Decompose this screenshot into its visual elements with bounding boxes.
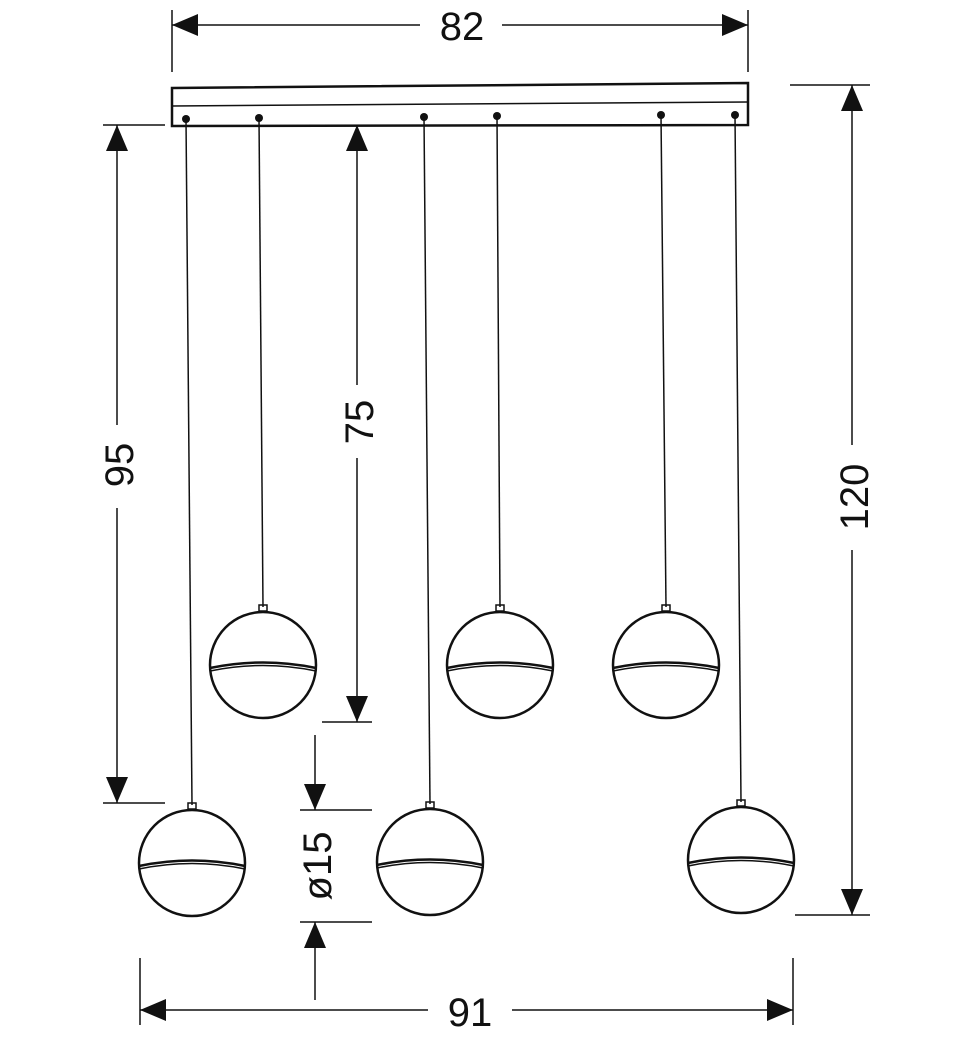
cable	[496, 115, 501, 608]
pendant	[375, 113, 485, 917]
sphere-globe	[611, 610, 721, 720]
pendant	[445, 112, 555, 720]
dim-long-drop-label: 95	[98, 443, 142, 488]
sphere-band	[376, 858, 484, 867]
cable	[660, 114, 667, 608]
sphere-globe	[445, 610, 555, 720]
cable	[258, 117, 264, 608]
sphere-band-lower	[687, 859, 795, 867]
arrowhead	[346, 696, 368, 722]
dim-total-width-label: 91	[448, 991, 493, 1035]
cable	[185, 118, 193, 806]
sphere-band-lower	[138, 862, 246, 870]
arrowhead	[841, 85, 863, 111]
dim-bar-width-label: 82	[440, 5, 485, 49]
sphere-globe	[686, 805, 796, 915]
sphere-band-lower	[612, 664, 720, 672]
pendant	[611, 111, 721, 720]
sphere-band-lower	[209, 664, 317, 672]
ceiling-bar	[170, 81, 750, 128]
arrowhead	[304, 922, 326, 948]
arrowhead	[304, 784, 326, 810]
sphere-band	[687, 856, 795, 865]
dimension-lines	[103, 10, 870, 1025]
sphere-globe	[375, 807, 485, 917]
arrowhead	[767, 999, 793, 1021]
dim-sphere-diameter-label: ø15	[296, 832, 340, 901]
arrowhead	[106, 777, 128, 803]
pendant	[686, 111, 796, 915]
arrowhead	[722, 14, 748, 36]
sphere-band	[612, 661, 720, 670]
arrowhead	[841, 889, 863, 915]
sphere-band-lower	[446, 664, 554, 672]
cable	[734, 114, 742, 803]
arrowhead	[140, 999, 166, 1021]
dim-total-height-label: 120	[833, 464, 877, 531]
sphere-band	[138, 859, 246, 868]
arrowhead	[346, 125, 368, 151]
sphere-band-lower	[376, 861, 484, 869]
pendant	[137, 115, 247, 918]
cable	[423, 116, 431, 805]
pendant	[208, 114, 318, 720]
sphere-band	[446, 661, 554, 670]
pendant-lamps	[137, 111, 796, 918]
sphere-band	[209, 661, 317, 670]
arrowhead	[106, 125, 128, 151]
dim-short-drop-label: 75	[338, 400, 382, 445]
sphere-globe	[137, 808, 247, 918]
arrowhead	[172, 14, 198, 36]
sphere-globe	[208, 610, 318, 720]
